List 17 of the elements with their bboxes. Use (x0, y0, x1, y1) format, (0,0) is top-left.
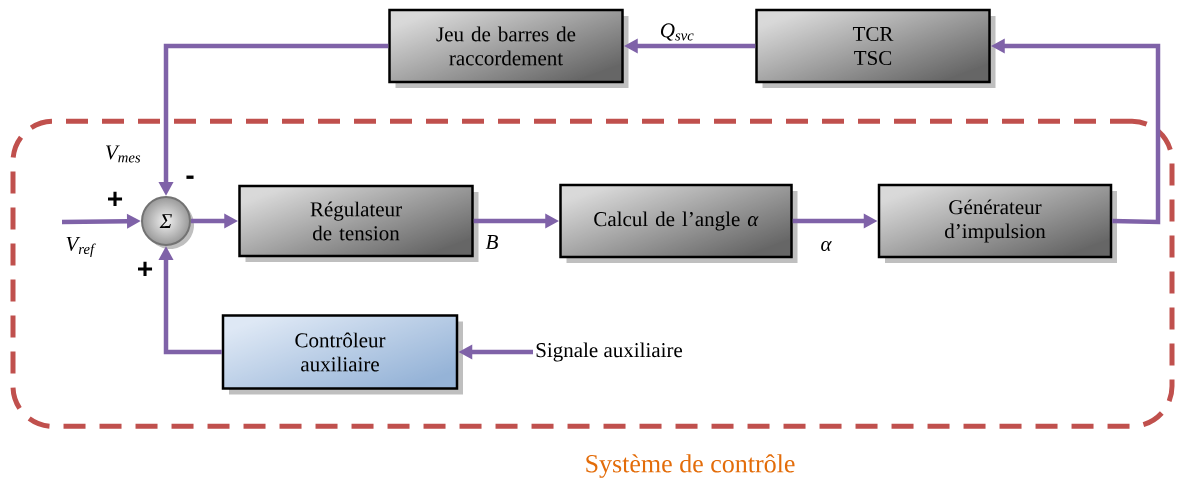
process-box: Contrôleur auxiliaire (221, 314, 463, 395)
edge-label: α (819, 239, 833, 253)
process-box: Jeu de barres de raccordement (388, 8, 629, 88)
input-text: Signale auxiliaire (536, 342, 683, 362)
process-box: Calcul de l’angle α (559, 183, 798, 263)
sign-label: - (186, 175, 194, 179)
node-label: Système de contrôle (586, 454, 795, 478)
process-box: Régulateur de tension (238, 184, 479, 262)
edge-label: B (484, 234, 500, 250)
process-box: Générateur d’impulsion (877, 183, 1117, 263)
sign-label: + (138, 261, 153, 276)
process-box: TCR TSC (755, 8, 996, 88)
edge-label: Q$_{svc}$ (658, 22, 696, 42)
edge-label: V$_{ref}$ (64, 235, 96, 259)
edge-label: V$_{mes}$ (103, 144, 143, 164)
sign-label: + (108, 191, 123, 206)
summing-junction: Σ (141, 196, 194, 249)
